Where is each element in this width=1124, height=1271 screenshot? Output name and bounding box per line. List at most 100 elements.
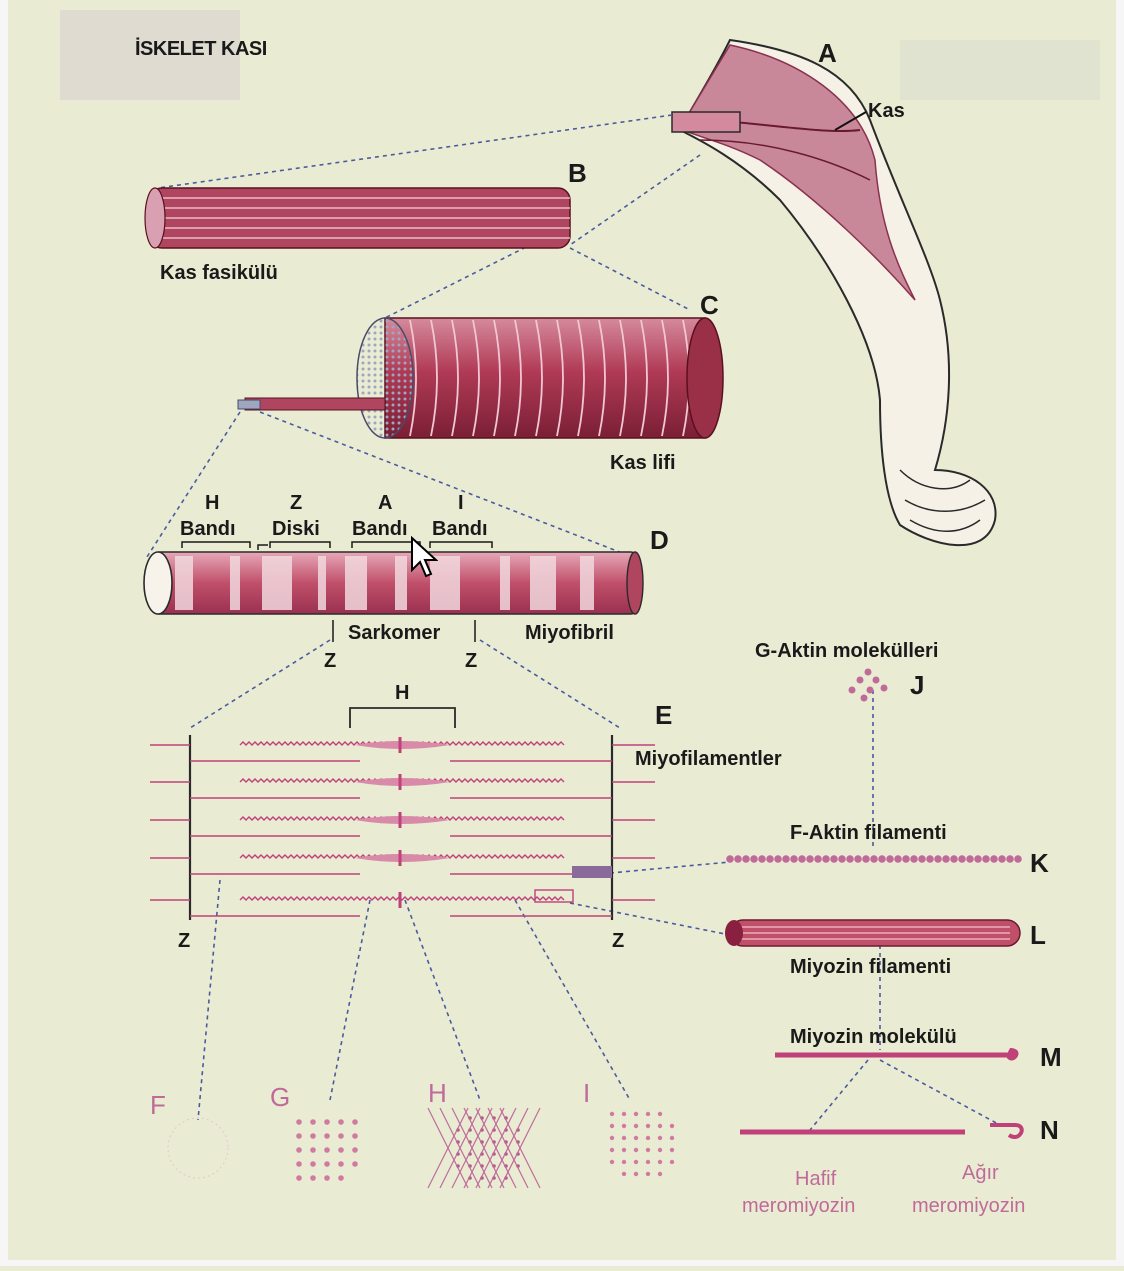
label-f-aktin: F-Aktin filamenti [790,822,947,845]
bottom-border [0,1260,1124,1266]
label-i-band-letter: I [458,492,464,515]
panel-letter-e: E [655,700,672,731]
label-g-aktin: G-Aktin molekülleri [755,640,938,663]
page-title: İSKELET KASI [135,38,267,61]
cross-section-dot [658,1124,662,1128]
g-actin-molecule [867,687,874,694]
f-actin-bead [975,856,981,862]
f-actin-bead [839,856,845,862]
cross-section-dot [610,1160,614,1164]
cross-section-dot [296,1161,302,1167]
band-stripe [395,556,407,610]
panel-letter-n: N [1040,1115,1059,1146]
cross-section-dot [296,1119,302,1125]
f-actin-bead [943,856,949,862]
cross-section-dot [634,1124,638,1128]
label-i-band-word: Bandı [432,518,488,541]
label-agir-meromiyozin: meromiyozin [912,1195,1025,1218]
cross-section-dot [622,1124,626,1128]
label-sarkomer: Sarkomer [348,622,440,645]
f-actin-bead [807,856,813,862]
cross-section-dot [338,1175,344,1181]
panel-letter-g: G [270,1082,290,1113]
g-actin-molecule [861,695,868,702]
cross-section-dot [296,1175,302,1181]
cross-section-dot [646,1136,650,1140]
band-stripe [500,556,510,610]
f-actin-bead [871,856,877,862]
band-stripe [262,556,292,610]
cross-section-dot [646,1148,650,1152]
f-actin-bead [983,856,989,862]
band-stripe [230,556,240,610]
g-actin-molecule [857,677,864,684]
label-z-right: Z [465,650,477,673]
cross-section-dot [338,1133,344,1139]
cross-section-dot [670,1148,674,1152]
cross-section-dot [634,1172,638,1176]
f-actin-bead [903,856,909,862]
cross-section-dot [622,1136,626,1140]
label-z-left: Z [324,650,336,673]
f-actin-bead [895,856,901,862]
label-hafif: Hafif [795,1168,836,1191]
left-border [0,0,8,1266]
label-z-bottom-left: Z [178,930,190,953]
cross-section-dot [352,1119,358,1125]
cross-section-dot [634,1160,638,1164]
band-stripe [345,556,367,610]
f-actin-bead [743,856,749,862]
cross-section-dot [622,1160,626,1164]
cross-section-dot [622,1112,626,1116]
zoom-box-actin [572,866,612,878]
cross-section-dot [646,1124,650,1128]
f-actin-bead [759,856,765,862]
label-h-band-letter: H [205,492,219,515]
f-actin-bead [823,856,829,862]
f-actin-bead [991,856,997,862]
f-actin-bead [855,856,861,862]
f-actin-bead [735,856,741,862]
panel-letter-h: H [428,1078,447,1109]
band-stripe [580,556,594,610]
cross-section-dot [658,1112,662,1116]
cross-section-dot [670,1160,674,1164]
cross-section-dot [338,1161,344,1167]
sarcomere-filaments [150,735,655,920]
label-miyofibril: Miyofibril [525,622,614,645]
cross-section-dot [658,1148,662,1152]
f-actin-bead [919,856,925,862]
f-actin-bead [959,856,965,862]
f-actin-bead [927,856,933,862]
cross-section-dot [610,1136,614,1140]
cross-section-dot [324,1133,330,1139]
f-actin-bead [967,856,973,862]
label-miyofilamentler: Miyofilamentler [635,748,782,771]
cross-section-dot [658,1160,662,1164]
label-z-bottom-right: Z [612,930,624,953]
cross-section-dot [324,1119,330,1125]
f-actin-bead [727,856,733,862]
f-actin-bead [1015,856,1021,862]
cross-section-dot [324,1161,330,1167]
cross-section-dot [634,1112,638,1116]
label-kas: Kas [868,100,905,123]
f-actin-bead [799,856,805,862]
label-a-band-letter: A [378,492,392,515]
cross-section-dot [658,1136,662,1140]
f-actin-bead [951,856,957,862]
f-actin-bead [847,856,853,862]
f-actin-bead [767,856,773,862]
band-stripe [175,556,193,610]
right-border [1116,0,1124,1266]
panel-letter-l: L [1030,920,1046,951]
cross-section-dot [310,1175,316,1181]
label-h-zone: H [395,682,409,705]
label-kas-lifi: Kas lifi [610,452,676,475]
cross-section-dot [646,1160,650,1164]
cross-section-dot [634,1148,638,1152]
cross-section-dot [324,1147,330,1153]
myosin-molecule-drawing [775,1048,1019,1061]
myosin-filament-drawing [725,920,1020,946]
panel-letter-f: F [150,1090,166,1121]
